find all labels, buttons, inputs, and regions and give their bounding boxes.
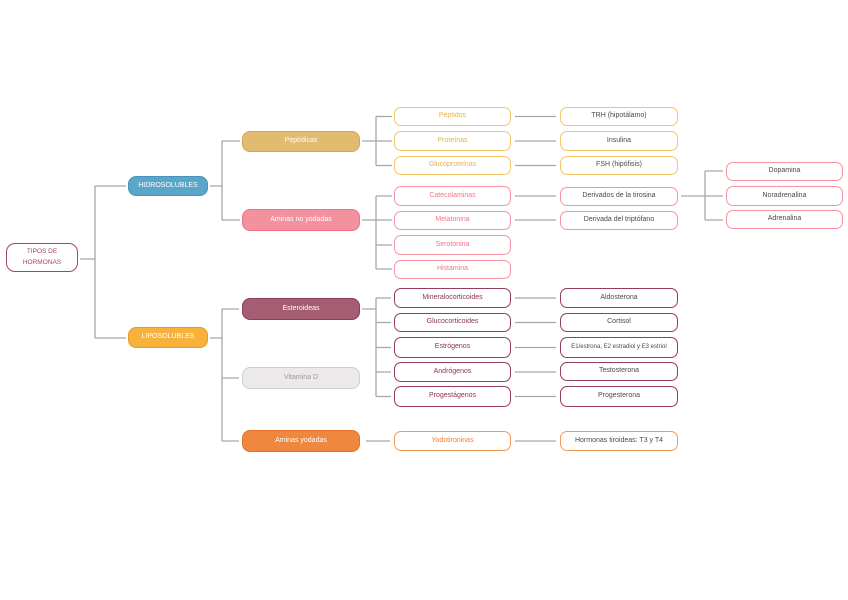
node-estrogenos: Estrógenos: [394, 337, 511, 358]
node-testosterona: Testosterona: [560, 362, 678, 381]
node-glucocorticoides: Glucocorticoides: [394, 313, 511, 332]
node-hormonas-tiroideas-t3-t4: Hormonas tiroideas: T3 y T4: [560, 431, 678, 451]
connector-aminas-no-yodadas: [362, 195, 392, 270]
node-progesterona: Progesterona: [560, 386, 678, 407]
connector-peptidicas: [362, 115, 392, 167]
node-glucoproteinas: Glucoproteínas: [394, 156, 511, 175]
node-peptidicas: Peptídicas: [242, 131, 360, 152]
node-yodotironinas: Yodotironinas: [394, 431, 511, 451]
node-esteroideas: Esteroideas: [242, 298, 360, 320]
node-peptidos: Péptidos: [394, 107, 511, 126]
node-catecolaminas: Catecolaminas: [394, 186, 511, 206]
node-vitamina-d: Vitamina D: [242, 367, 360, 389]
node-trh-hipotalamo: TRH (hipotálamo): [560, 107, 678, 126]
node-androgenos: Andrógenos: [394, 362, 511, 382]
connector-catecolaminas: [681, 170, 723, 221]
node-serotonina: Serotonina: [394, 235, 511, 255]
node-dopamina: Dopamina: [726, 162, 843, 181]
node-histamina: Histamina: [394, 260, 511, 279]
node-derivada-del-triptofano: Derivada del triptófano: [560, 211, 678, 230]
node-mineralocorticoides: Mineralocorticoides: [394, 288, 511, 308]
node-insulina: Insulina: [560, 131, 678, 151]
node-fsh-hipofisis: FSH (hipófisis): [560, 156, 678, 175]
node-aldosterona: Aldosterona: [560, 288, 678, 308]
node-aminas-yodadas: Aminas yodadas: [242, 430, 360, 452]
connector-esteroideas-ejemplos: [515, 297, 556, 398]
node-derivados-de-la-tirosina: Derivados de la tirosina: [560, 187, 678, 206]
node-adrenalina: Adrenalina: [726, 210, 843, 229]
node-progestagenos: Progestágenos: [394, 386, 511, 407]
node-aminas-no-yodadas: Aminas no yodadas: [242, 209, 360, 231]
connector-derivados: [515, 195, 556, 221]
node-liposolubles: LIPOSOLUBLES: [128, 327, 208, 348]
connector-esteroideas: [362, 297, 391, 398]
connector-root: [80, 185, 126, 339]
connector-liposolubles: [210, 308, 239, 442]
node-estrona-estradiol-estriol: E1/estrona, E2 estradiol y E3 estriol: [560, 337, 678, 358]
node-cortisol: Cortisol: [560, 313, 678, 332]
node-tipos-de-hormonas: TIPOS DE HORMONAS: [6, 243, 78, 272]
connector-hidrosolubles: [210, 140, 240, 221]
node-proteinas: Proteínas: [394, 131, 511, 151]
node-noradrenalina: Noradrenalina: [726, 186, 843, 206]
connector-peptidos-ejemplos: [515, 115, 556, 167]
node-hidrosolubles: HIDROSOLUBLES: [128, 176, 208, 196]
node-melatonina: Melatonina: [394, 211, 511, 230]
